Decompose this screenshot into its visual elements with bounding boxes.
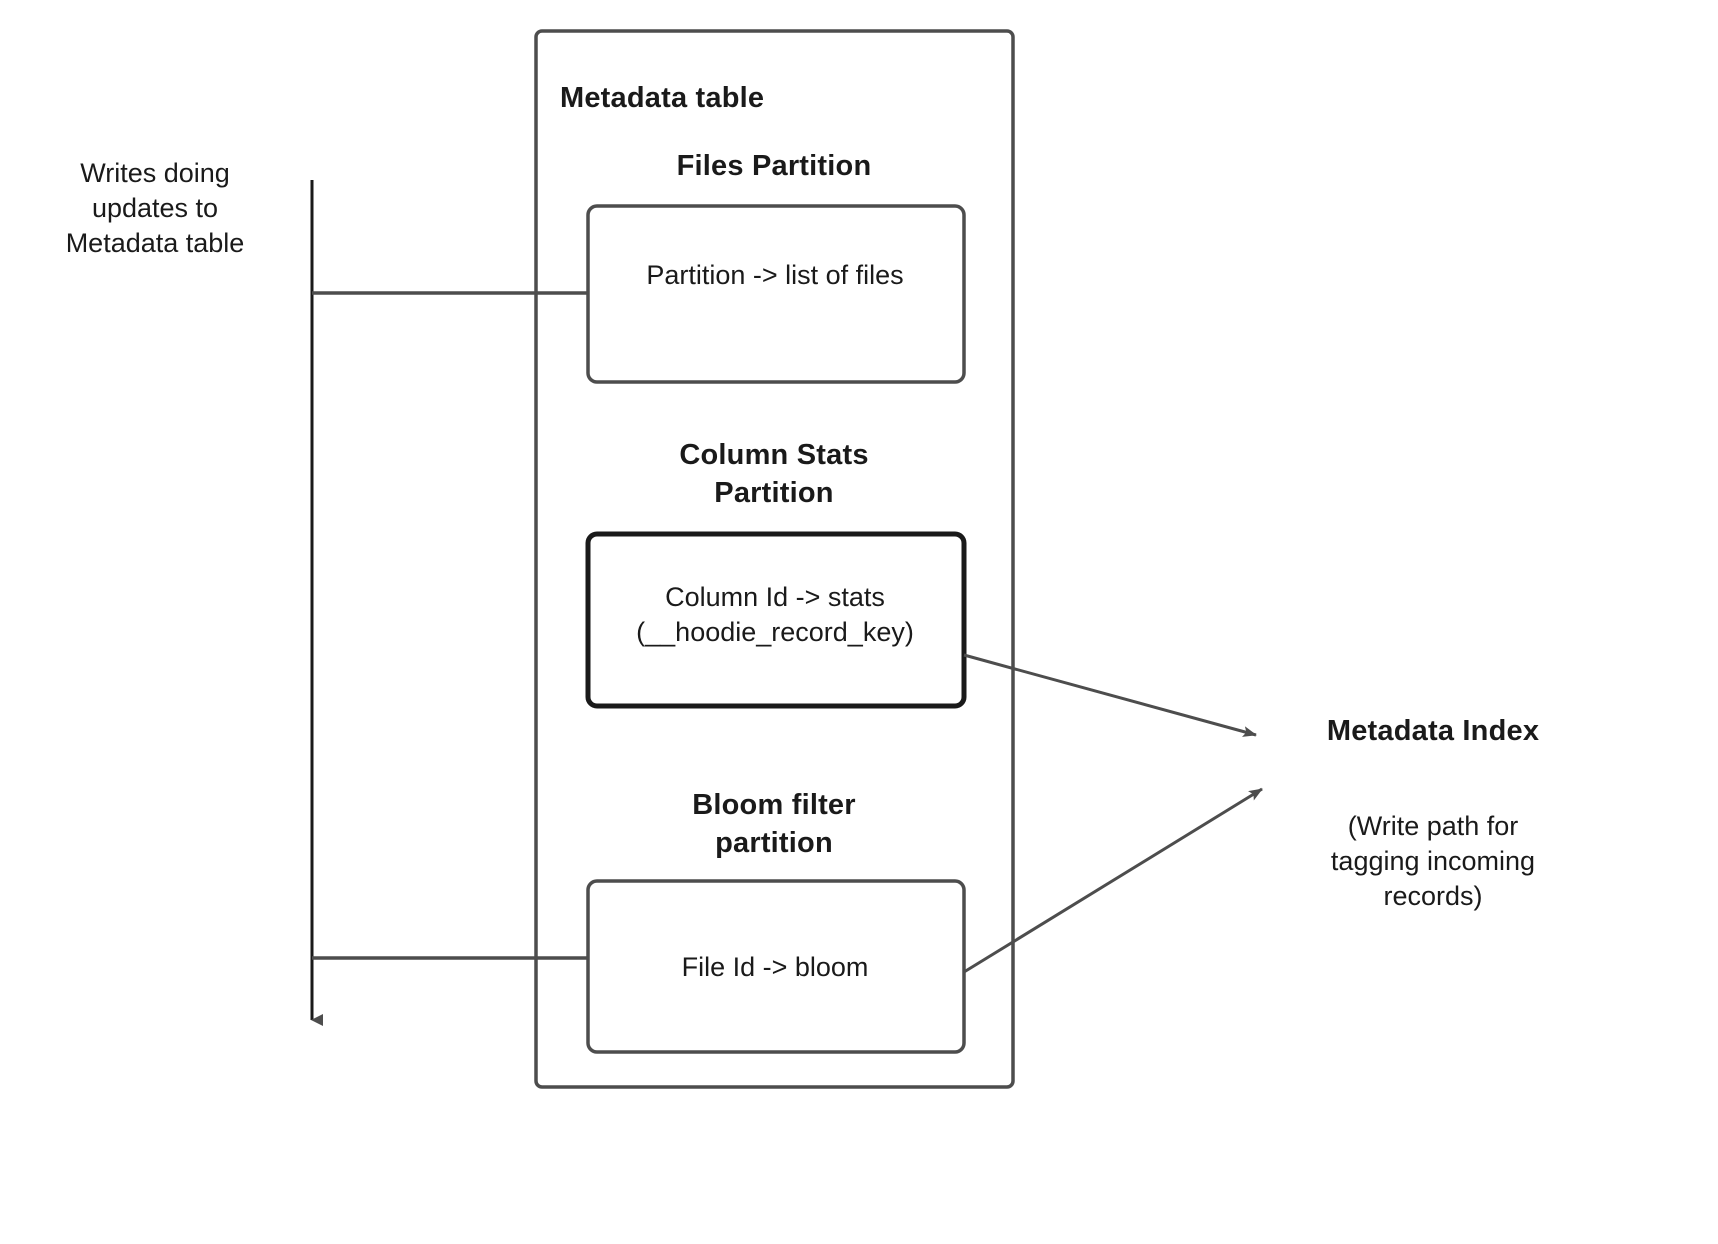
bloom-filter-partition-heading: Bloom filter partition	[692, 789, 856, 859]
metadata-index-title: Metadata Index	[1326, 715, 1540, 747]
bloom-filter-partition-box-label: File Id -> bloom	[681, 952, 869, 982]
files-partition-box-label: Partition -> list of files	[646, 260, 904, 290]
column-stats-partition-heading: Column Stats Partition	[679, 439, 869, 509]
metadata-table-title: Metadata table	[560, 82, 765, 114]
column-stats-partition-box-label: Column Id -> stats (__hoodie_record_key)	[636, 582, 914, 648]
files-partition-box	[586, 204, 966, 384]
metadata-table-container	[534, 29, 1015, 1089]
colstats-to-index-arrow	[963, 653, 1257, 737]
files-partition-heading: Files Partition	[676, 150, 872, 182]
writes-updates-caption: Writes doing updates to Metadata table	[65, 158, 245, 259]
bloom-to-index-arrow	[963, 787, 1263, 974]
metadata-index-note: (Write path for tagging incoming records…	[1330, 811, 1536, 912]
